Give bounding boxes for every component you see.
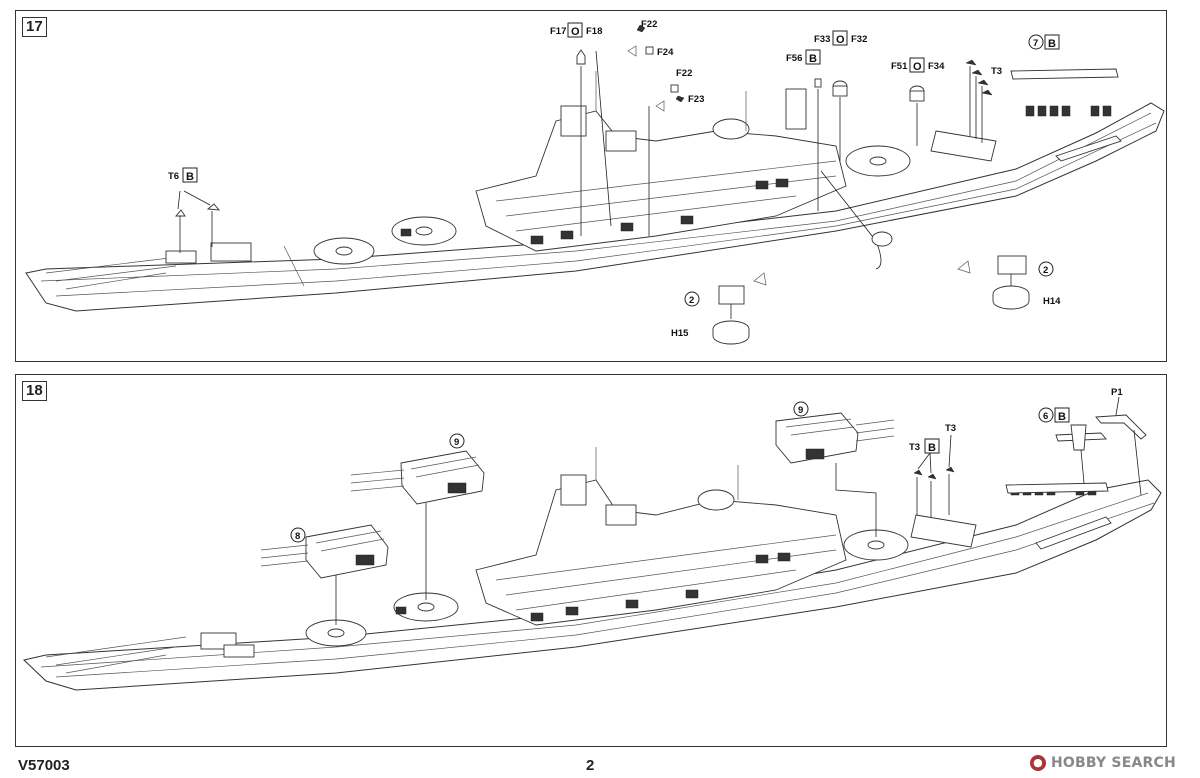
- callout-h14: H14: [1043, 296, 1061, 307]
- subassembly-number: 2: [1043, 265, 1048, 276]
- material-box-b: [1054, 407, 1070, 423]
- subassembly-number: 9: [454, 437, 459, 448]
- material-box-o: [567, 22, 583, 38]
- subassembly-circle: [1038, 261, 1054, 277]
- product-code: V57003: [18, 757, 70, 774]
- subassembly-number: 2: [689, 295, 694, 306]
- material-box-o: [909, 57, 925, 73]
- callout-f51: F51: [891, 61, 908, 72]
- callout-f18: F18: [586, 26, 602, 37]
- watermark-logo-icon: ●: [1030, 755, 1046, 771]
- callout-t3: T3: [909, 442, 920, 453]
- material-box-b: [182, 167, 198, 183]
- callout-f56: F56: [786, 53, 802, 64]
- main-turret-8: [305, 524, 389, 579]
- watermark-text: HOBBY SEARCH: [1051, 755, 1176, 771]
- crane: [1095, 414, 1147, 440]
- step-number: 18: [22, 381, 47, 401]
- subassembly-number: 8: [295, 531, 300, 542]
- callout-f34: F34: [928, 61, 945, 72]
- callout-t6: T6: [168, 171, 179, 182]
- step-17-drawing: F17 O F18 F22 F24 F22 F23 F56 B F33 O F3…: [25, 19, 1165, 345]
- watermark: ● HOBBY SEARCH: [1030, 755, 1176, 771]
- material-box-b-label: B: [809, 53, 817, 65]
- material-box-b-label: B: [1058, 411, 1066, 423]
- subassembly-circle: [449, 433, 465, 449]
- material-box-o: [832, 30, 848, 46]
- material-box-b: [924, 438, 940, 454]
- subassembly-circle: [684, 291, 700, 307]
- callout-f33: F33: [814, 34, 830, 45]
- callout-f17: F17: [550, 26, 566, 37]
- callout-p1: P1: [1111, 387, 1123, 398]
- material-box-o-label: O: [836, 34, 845, 46]
- callout-f32: F32: [851, 34, 867, 45]
- material-box-o-label: O: [571, 26, 580, 38]
- subassembly-number: 7: [1033, 38, 1038, 49]
- callout-h15: H15: [671, 328, 689, 339]
- material-box-o-label: O: [913, 61, 922, 73]
- callout-t3-second: T3: [945, 423, 956, 434]
- subassembly-number: 6: [1043, 411, 1048, 422]
- subassembly-circle: [1038, 407, 1054, 423]
- material-box-b-label: B: [1048, 38, 1056, 50]
- step-18-panel: 18: [15, 374, 1167, 747]
- subassembly-circle: [290, 527, 306, 543]
- material-box-b-label: B: [928, 442, 936, 454]
- callout-t3: T3: [991, 66, 1002, 77]
- material-box-b: [805, 49, 821, 65]
- callout-f22: F22: [641, 19, 657, 30]
- step-number: 17: [22, 17, 47, 37]
- page-number: 2: [586, 757, 595, 774]
- subassembly-circle: [1028, 34, 1044, 50]
- step-17-panel: 17: [15, 10, 1167, 362]
- callout-f22-second: F22: [676, 68, 692, 79]
- material-box-b: [1044, 34, 1060, 50]
- subassembly-number: 9: [798, 405, 803, 416]
- subassembly-circle: [793, 401, 809, 417]
- callout-f24: F24: [657, 47, 674, 58]
- callout-f23: F23: [688, 94, 704, 105]
- material-box-b-label: B: [186, 171, 194, 183]
- step-18-drawing: 8 9 9 T3 B T3 6 B P1: [22, 387, 1162, 691]
- main-turret-9: [400, 450, 485, 505]
